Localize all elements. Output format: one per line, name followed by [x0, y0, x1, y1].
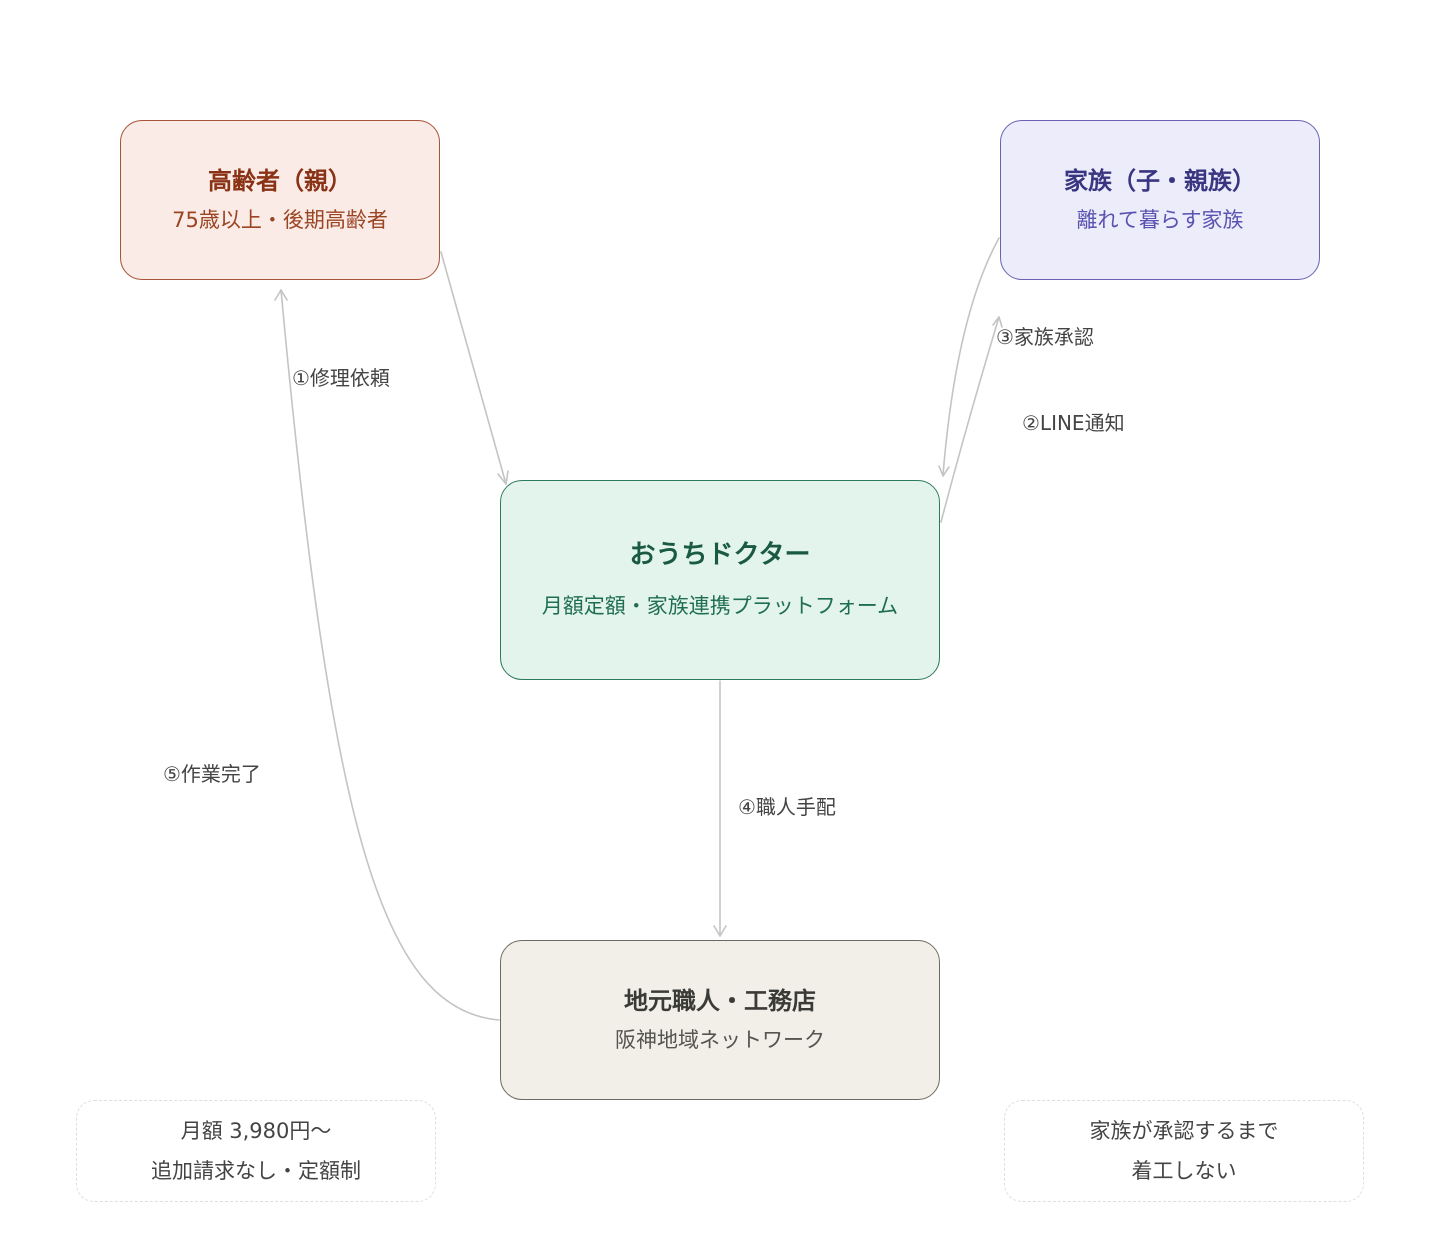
edge-label-complete: ⑤作業完了	[163, 762, 261, 786]
note-price: 月額 3,980円〜 追加請求なし・定額制	[76, 1100, 436, 1202]
edge-label-request: ①修理依頼	[292, 366, 390, 390]
edge-family-approve-arrowhead	[938, 465, 950, 477]
note-approval-line2: 着工しない	[1131, 1159, 1237, 1183]
note-approval: 家族が承認するまで 着工しない	[1004, 1100, 1364, 1202]
edge-family-approve	[942, 237, 1000, 476]
edge-line-notify	[940, 316, 1000, 523]
node-platform-title: おうちドクター	[629, 540, 811, 570]
node-platform: おうちドクター 月額定額・家族連携プラットフォーム	[500, 480, 940, 680]
node-family-title: 家族（子・親族）	[1064, 167, 1256, 195]
edge-label-dispatch: ④職人手配	[738, 795, 836, 819]
note-approval-line1: 家族が承認するまで	[1089, 1119, 1279, 1143]
node-craftsmen: 地元職人・工務店 阪神地域ネットワーク	[500, 940, 940, 1100]
edge-label-line: ②LINE通知	[1022, 411, 1125, 435]
edge-complete-arrowhead	[274, 289, 288, 301]
node-elderly-subtitle: 75歳以上・後期高齢者	[172, 208, 388, 232]
edge-request-arrowhead	[497, 470, 509, 485]
node-elderly-title: 高齢者（親）	[208, 167, 352, 195]
edge-request	[440, 251, 507, 485]
node-platform-subtitle: 月額定額・家族連携プラットフォーム	[541, 594, 899, 618]
node-craftsmen-title: 地元職人・工務店	[624, 987, 816, 1015]
node-craftsmen-subtitle: 阪神地域ネットワーク	[615, 1028, 825, 1052]
node-elderly: 高齢者（親） 75歳以上・後期高齢者	[120, 120, 440, 280]
edge-line-notify-arrowhead	[992, 316, 1003, 328]
note-price-line2: 追加請求なし・定額制	[151, 1159, 361, 1183]
edge-dispatch-arrowhead	[713, 925, 727, 937]
node-family: 家族（子・親族） 離れて暮らす家族	[1000, 120, 1320, 280]
edge-label-approve: ③家族承認	[996, 325, 1094, 349]
edge-complete	[280, 289, 500, 1021]
node-family-subtitle: 離れて暮らす家族	[1076, 208, 1244, 232]
note-price-line1: 月額 3,980円〜	[180, 1119, 332, 1143]
